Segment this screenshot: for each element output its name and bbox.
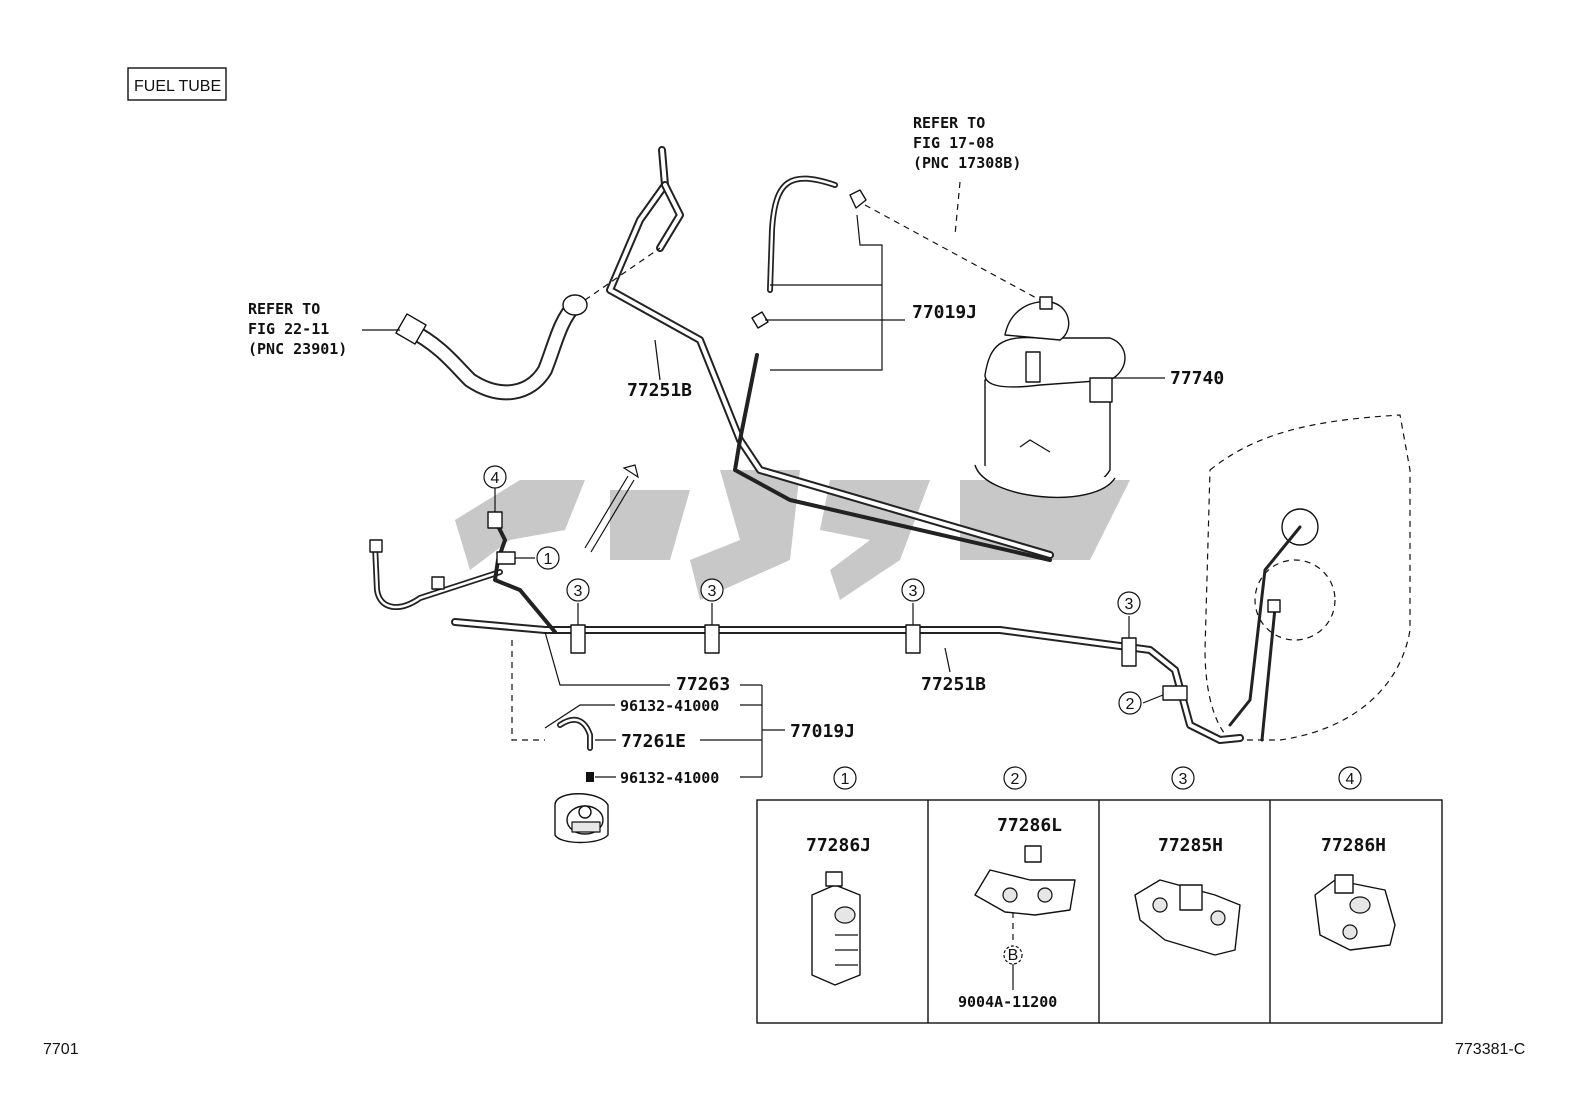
clamp-77286h-illustration [1314, 874, 1396, 951]
svg-text:REFER TO: REFER TO [248, 300, 320, 318]
left-hose-assembly [369, 511, 557, 634]
reference-fig-22-11: REFER TO FIG 22-11 (PNC 23901) [248, 300, 347, 358]
front-arrow [584, 464, 639, 553]
table-part-77285h: 77285H [1158, 835, 1223, 856]
table-header-4: 4 [1346, 771, 1355, 788]
svg-text:FIG 17-08: FIG 17-08 [913, 134, 994, 152]
label-77251b-lower: 77251B [921, 674, 986, 695]
page-code: 7701 [43, 1041, 79, 1058]
label-77740: 77740 [1170, 368, 1224, 389]
clamp-table: 1 2 3 4 77286J 77286L B 9004A-11200 7728… [756, 766, 1443, 1024]
reference-fig-17-08: REFER TO FIG 17-08 (PNC 17308B) [913, 114, 1021, 172]
clamp-2-on-tube [1162, 685, 1188, 701]
clamp-77286j-illustration [811, 871, 861, 986]
filler-neck-hose [395, 294, 588, 401]
fuel-tube-upper [606, 146, 1054, 562]
label-96132-41000-a: 96132-41000 [620, 697, 719, 715]
svg-text:B: B [1008, 947, 1019, 964]
fuel-tube-main [451, 618, 1244, 744]
charcoal-canister [974, 296, 1126, 499]
svg-text:FIG 22-11: FIG 22-11 [248, 320, 329, 338]
svg-text:1: 1 [544, 551, 553, 568]
table-header-1: 1 [841, 771, 850, 788]
hose-77261e [557, 716, 594, 782]
label-77251b-upper: 77251B [627, 380, 692, 401]
svg-text:3: 3 [909, 583, 918, 600]
svg-text:REFER TO: REFER TO [913, 114, 985, 132]
table-part-77286l: 77286L [997, 815, 1062, 836]
page-title: FUEL TUBE [134, 78, 221, 95]
table-header-3: 3 [1179, 771, 1188, 788]
clamp-77286l-illustration [974, 845, 1076, 916]
label-77263: 77263 [676, 674, 730, 695]
svg-text:3: 3 [708, 583, 717, 600]
label-77261e: 77261E [621, 731, 686, 752]
svg-text:(PNC 17308B): (PNC 17308B) [913, 154, 1021, 172]
table-part-77286j: 77286J [806, 835, 871, 856]
table-header-2: 2 [1011, 771, 1020, 788]
table-part-77286h: 77286H [1321, 835, 1386, 856]
label-96132-41000-b: 96132-41000 [620, 769, 719, 787]
label-77019j-lower: 77019J [790, 721, 855, 742]
vent-valve [554, 793, 609, 844]
svg-text:3: 3 [574, 583, 583, 600]
label-77019j-upper: 77019J [912, 302, 977, 323]
clamps-3-on-tube [570, 603, 1137, 667]
svg-text:3: 3 [1125, 596, 1134, 613]
svg-text:4: 4 [491, 470, 500, 487]
title-box: FUEL TUBE [127, 67, 227, 101]
clamp-77285h-illustration [1134, 879, 1241, 956]
fuel-tank [1204, 414, 1411, 742]
figure-code: 773381-C [1455, 1041, 1525, 1058]
callout-circles: 4 1 3 3 3 3 2 [483, 465, 1142, 715]
table-sub-9004a-11200: 9004A-11200 [958, 993, 1057, 1011]
vapor-hoses [738, 175, 867, 442]
svg-text:(PNC 23901): (PNC 23901) [248, 340, 347, 358]
svg-text:2: 2 [1126, 696, 1135, 713]
